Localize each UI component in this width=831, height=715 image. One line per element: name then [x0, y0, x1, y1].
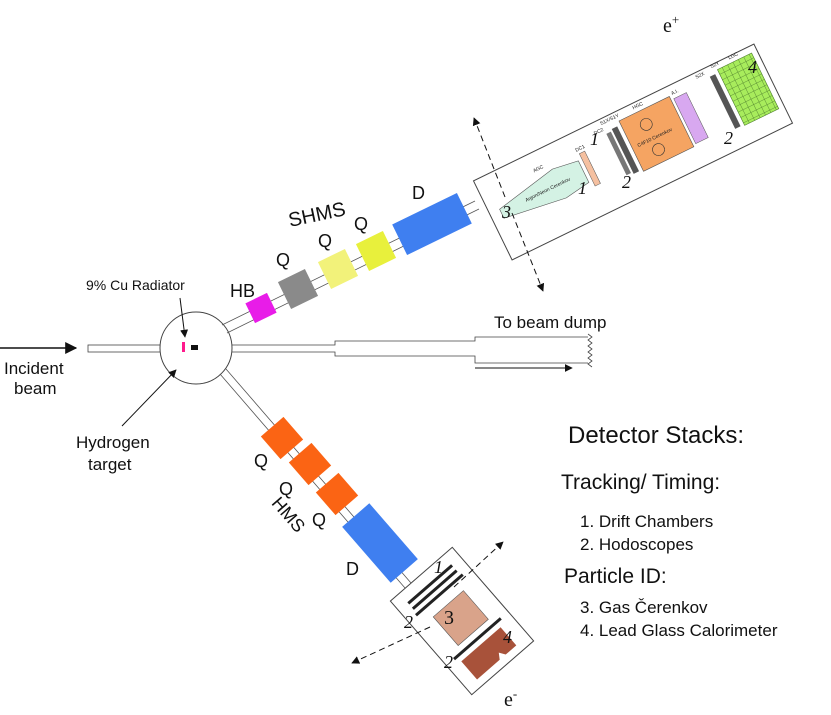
target-pointer [121, 369, 177, 427]
hms-name-label: HMS [268, 493, 309, 536]
shms-hb-label: HB [230, 281, 255, 301]
shms-hb-magnet [245, 292, 277, 324]
shms-label-1a: 1 [578, 178, 587, 198]
hms-label-1: 1 [434, 557, 443, 577]
hms-dipole-label: D [346, 559, 359, 579]
shms-name-label: SHMS [286, 198, 347, 232]
shms-q2-magnet [317, 248, 359, 290]
hms-q2-label: Q [279, 479, 293, 499]
target-chamber: 9% Cu Radiator Hydrogen target [76, 277, 233, 474]
shms-q3-label: Q [354, 214, 368, 234]
shms-dc1 [578, 150, 601, 187]
shms-noble-gas-cerenkov [499, 160, 590, 219]
shms-small-label-dc2: DC2 [593, 127, 605, 137]
shms-dc2 [606, 131, 632, 176]
target-label: Hydrogen target [76, 433, 154, 474]
shms-particle-label: e+ [663, 12, 679, 37]
radiator-pointer [179, 297, 189, 338]
shms-detector-hut: AGC Argon/Neon Cerenkov DC1 DC2 S1X/S1Y … [472, 43, 794, 261]
hms-focal-plane-arrow-up [453, 541, 504, 588]
shms-label-1b: 1 [590, 129, 599, 149]
shms-heavy-gas-cerenkov [618, 96, 695, 172]
shms-hgc-pmt-bottom [652, 143, 665, 156]
hms-detector-hut [389, 546, 535, 696]
hms-dc1 [407, 564, 454, 605]
shms-focal-plane-arrow-up [472, 117, 506, 198]
shms-dipole-magnet [392, 192, 472, 256]
shms-s1-hodoscope [611, 126, 640, 174]
shms-label-3: 3 [501, 202, 511, 222]
beam-dump-zigzag [587, 333, 593, 368]
shms-hgc-pmt-top [639, 118, 653, 131]
radiator-foil [182, 342, 185, 352]
hms-q3-label: Q [312, 510, 326, 530]
shms-dipole-label: D [412, 183, 425, 203]
hms-calorimeter [461, 627, 517, 680]
hms-focal-plane-arrow-down [351, 626, 431, 664]
legend-tracking-item: 1. Drift Chambers [580, 512, 714, 531]
legend-pid-title: Particle ID: [564, 565, 667, 588]
shms-q3-magnet [355, 230, 397, 272]
legend-title: Detector Stacks: [568, 422, 745, 449]
shms-arm: HB Q Q Q D SHMS AGC Argon/Neon Cerenkov … [221, 12, 794, 334]
hms-label-2a: 2 [404, 612, 413, 632]
shms-small-label-lgc: LGC [727, 51, 739, 61]
shms-focal-plane-arrow-down [511, 212, 545, 292]
hms-q1-label: Q [254, 451, 268, 471]
legend-tracking-title: Tracking/ Timing: [561, 471, 721, 494]
hydrogen-target-cell [191, 345, 198, 350]
legend-pid-item: 3. Gas Čerenkov [580, 598, 708, 617]
downstream-beam-pipe [230, 336, 588, 364]
shms-small-label-s2x: S2X [695, 71, 707, 81]
hms-s1-hodoscope [414, 573, 464, 617]
radiator-label: 9% Cu Radiator [86, 277, 185, 293]
legend-tracking-item: 2. Hodoscopes [580, 535, 694, 554]
beam-dump-label: To beam dump [494, 313, 606, 332]
shms-q1-magnet [277, 268, 319, 310]
hms-dc2 [411, 569, 458, 610]
incident-beam: Incident beam [0, 342, 163, 398]
shms-small-label-agc: AGC [532, 164, 545, 174]
shms-s2-hodoscope [709, 74, 741, 129]
hms-label-2b: 2 [444, 652, 453, 672]
shms-small-label-s2y: S2Y [709, 60, 721, 70]
beam-pipe-upstream [87, 344, 163, 353]
shms-label-2a: 2 [622, 172, 631, 192]
beam-dump-line: To beam dump [230, 313, 606, 372]
hms-gas-cerenkov [432, 590, 489, 646]
shms-small-label-hgc: HGC [632, 101, 645, 111]
shms-small-label-ai: A.I. [670, 88, 679, 97]
hms-label-3: 3 [444, 607, 454, 629]
hms-q3-magnet [315, 472, 359, 516]
shms-aerogel [673, 92, 709, 145]
shms-label-4: 4 [748, 57, 757, 77]
hms-q2-magnet [288, 442, 332, 486]
shms-q1-label: Q [276, 250, 290, 270]
hms-s2-hodoscope [453, 617, 502, 661]
shms-q2-label: Q [318, 231, 332, 251]
incident-beam-label: Incident beam [4, 359, 68, 398]
shms-small-label-dc1: DC1 [574, 144, 586, 154]
hms-label-4: 4 [503, 627, 512, 647]
shms-hut-outline [472, 43, 794, 261]
shms-calorimeter [717, 52, 780, 126]
hms-arm: Q Q Q D HMS 1 2 3 4 2 e- [219, 368, 535, 711]
legend-pid-item: 4. Lead Glass Calorimeter [580, 621, 778, 640]
hms-dipole-magnet [342, 503, 418, 583]
hms-q1-magnet [260, 416, 304, 460]
shms-label-2b: 2 [724, 128, 733, 148]
hms-particle-label: e- [504, 686, 517, 711]
